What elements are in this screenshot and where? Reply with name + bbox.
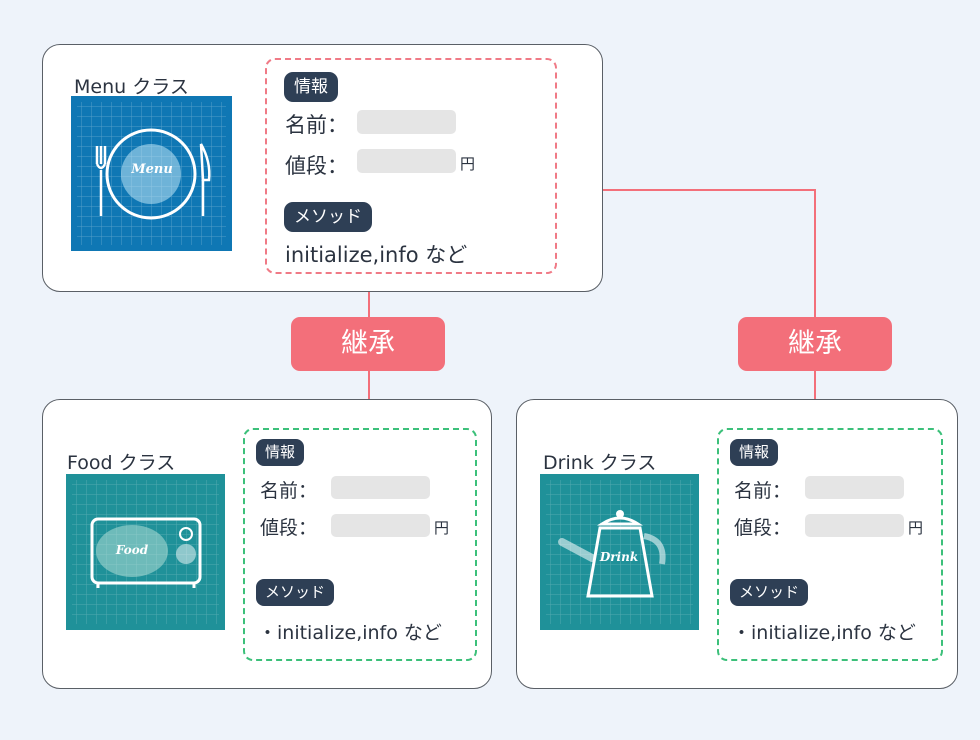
menu-name-field (357, 110, 456, 134)
drink-methods-text: ・initialize,info など (732, 622, 916, 644)
menu-price-label: 値段： (285, 154, 348, 178)
food-info-panel (243, 428, 477, 661)
menu-image-text: Menu (131, 162, 173, 177)
food-methods-tag: メソッド (256, 579, 335, 606)
drink-price-field (805, 514, 904, 537)
food-price-label: 値段： (260, 517, 318, 539)
food-image: Food (66, 474, 225, 630)
menu-methods-text: initialize,info など (285, 243, 468, 267)
food-info-tag: 情報 (256, 439, 305, 466)
drink-info-panel (717, 428, 943, 661)
knife-icon (199, 143, 211, 216)
drink-price-unit: 円 (908, 519, 924, 537)
food-class-title: Food クラス (67, 452, 176, 474)
menu-class-title: Menu クラス (74, 76, 189, 98)
drink-info-tag: 情報 (730, 439, 779, 466)
menu-info-panel (265, 58, 557, 274)
food-price-unit: 円 (434, 519, 450, 537)
drink-name-field (805, 476, 904, 499)
menu-name-label: 名前： (285, 113, 348, 137)
food-image-text: Food (115, 543, 149, 557)
food-price-field (331, 514, 430, 537)
food-name-field (331, 476, 430, 499)
drink-price-label: 値段： (734, 517, 792, 539)
fork-icon (95, 146, 107, 216)
food-methods-text: ・initialize,info など (258, 622, 442, 644)
menu-methods-tag: メソッド (284, 202, 372, 232)
drink-class-title: Drink クラス (543, 452, 657, 474)
menu-info-tag: 情報 (284, 72, 338, 102)
menu-image: Menu (71, 96, 232, 251)
inheritance-badge-right: 継承 (738, 317, 892, 371)
inheritance-badge-left: 継承 (291, 317, 445, 371)
drink-image: Drink (540, 474, 699, 630)
menu-price-unit: 円 (460, 155, 476, 173)
drink-image-text: Drink (599, 550, 639, 564)
drink-methods-tag: メソッド (730, 579, 809, 606)
menu-price-field (357, 149, 456, 173)
drink-name-label: 名前： (734, 480, 792, 502)
food-name-label: 名前： (260, 480, 318, 502)
